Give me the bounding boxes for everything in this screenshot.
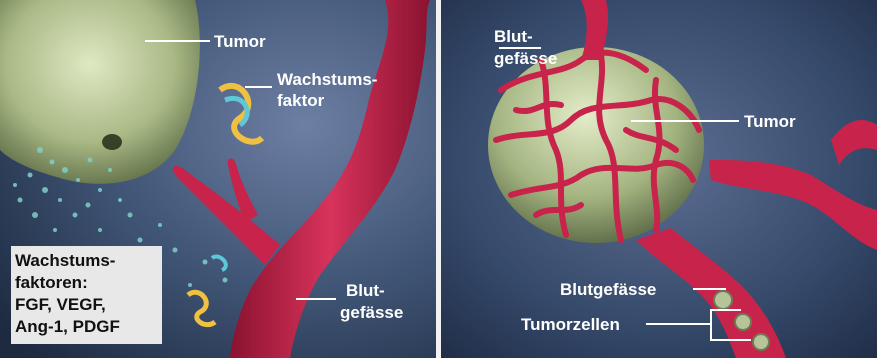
growth-factor-label-line-1: Wachstums- (277, 70, 377, 89)
growth-factors-box-line-2: faktoren: (15, 273, 88, 292)
growth-factor-label-line-2: faktor (277, 91, 325, 110)
growth-factors-box-line-1: Wachstums- (15, 251, 115, 270)
right-vessel-label-line-2: gefässe (494, 49, 557, 68)
right-vessel-label-line-1: Blut- (494, 27, 533, 46)
left-panel: Tumor Wachstums- faktor Blut- gefässe Wa… (0, 0, 436, 358)
vessel-label-line-1: Blut- (346, 281, 385, 300)
tumor-opening (102, 134, 122, 150)
tumor-mass (0, 0, 200, 184)
right-tumor-label: Tumor (744, 112, 796, 131)
bottom-vessel-label: Blutgefässe (560, 280, 656, 299)
right-panel: Blut- gefässe Tumor Blutgefässe Tumorzel… (441, 0, 877, 358)
vessel-label-line-2: gefässe (340, 303, 403, 322)
growth-factors-box-line-4: Ang-1, PDGF (15, 317, 120, 336)
tumor-label: Tumor (214, 32, 266, 51)
growth-factors-box-line-3: FGF, VEGF, (15, 295, 106, 314)
tumor-cells-label: Tumorzellen (521, 315, 620, 334)
growth-factors-box: Wachstums- faktoren: FGF, VEGF, Ang-1, P… (11, 246, 162, 344)
left-illustration: Tumor Wachstums- faktor Blut- gefässe Wa… (0, 0, 436, 358)
right-illustration: Blut- gefässe Tumor Blutgefässe Tumorzel… (441, 0, 877, 358)
